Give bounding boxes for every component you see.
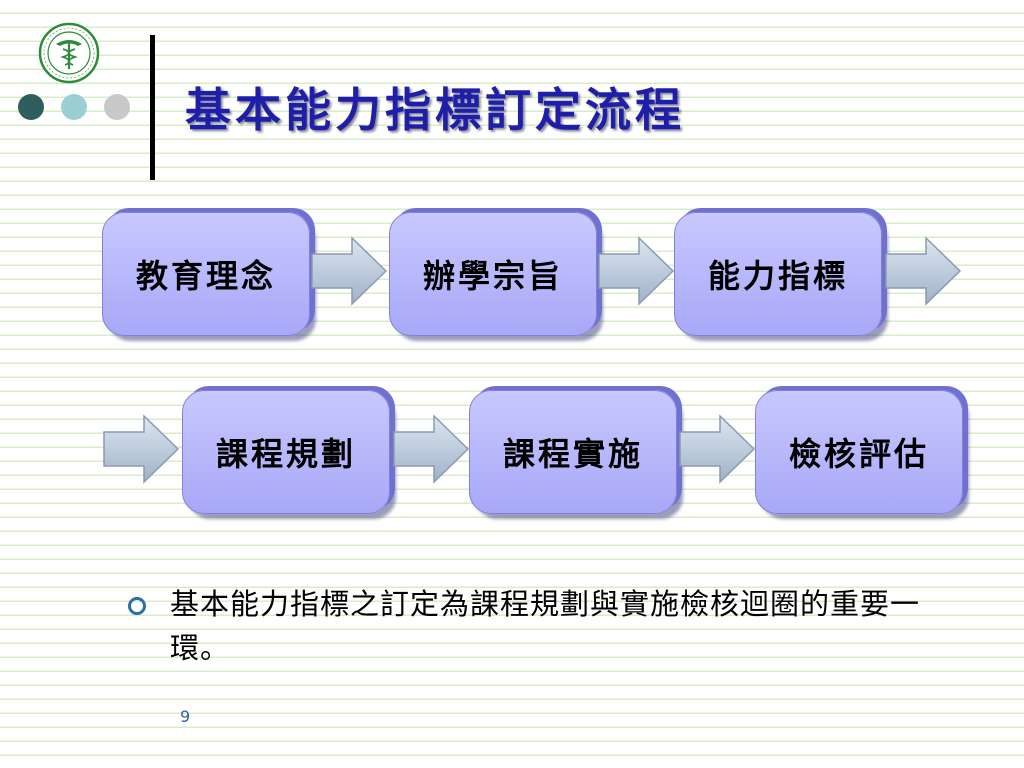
arrow-right-icon: [885, 236, 962, 306]
arrow-right-icon: [679, 414, 756, 484]
flow-box-education-philosophy: 教育理念: [102, 212, 310, 336]
arrow-right-icon: [598, 236, 675, 306]
title-divider: [150, 35, 155, 180]
decorative-dots: [18, 94, 130, 120]
arrow-right-icon: [103, 414, 180, 484]
dot-gray-icon: [104, 94, 130, 120]
arrow-right-icon: [393, 414, 470, 484]
dot-light-teal-icon: [61, 94, 87, 120]
bullet-text: 基本能力指標之訂定為課程規劃與實施檢核迴圈的重要一環。: [170, 587, 921, 665]
flow-box-assessment-evaluation: 檢核評估: [755, 390, 963, 514]
slide-title: 基本能力指標訂定流程: [185, 83, 685, 137]
flow-box-competency-indicators: 能力指標: [674, 212, 882, 336]
page-number: 9: [180, 707, 191, 726]
flow-box-school-mission: 辦學宗旨: [389, 212, 597, 336]
flow-box-curriculum-planning: 課程規劃: [182, 390, 390, 514]
flow-box-curriculum-implementation: 課程實施: [469, 390, 677, 514]
dot-dark-teal-icon: [18, 94, 44, 120]
bullet-circle-icon: [128, 597, 146, 615]
university-seal-icon: [38, 22, 100, 84]
arrow-right-icon: [311, 236, 388, 306]
